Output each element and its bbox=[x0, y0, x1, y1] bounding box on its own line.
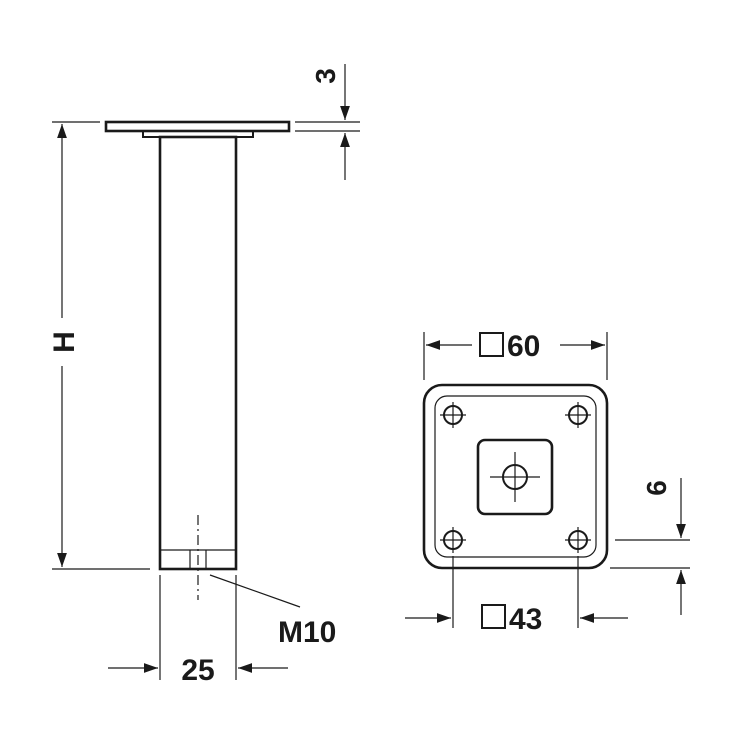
mounting-plate-side bbox=[104, 120, 291, 133]
leg-tube bbox=[158, 135, 238, 571]
mounting-hole bbox=[565, 402, 591, 428]
plate-size-dimension: 60 bbox=[423, 330, 608, 380]
diameter-dimension: 25 bbox=[108, 575, 288, 687]
leg-side-view bbox=[104, 120, 291, 600]
inset-label: 6 bbox=[641, 480, 672, 496]
mounting-hole bbox=[440, 527, 466, 553]
diameter-label: 25 bbox=[181, 654, 214, 687]
square-symbol bbox=[479, 332, 504, 357]
thread-label: M10 bbox=[278, 616, 336, 649]
hole-spacing-label: 43 bbox=[509, 603, 542, 636]
plate-outline bbox=[422, 383, 609, 570]
plate-thickness-dimension: 3 bbox=[295, 64, 360, 180]
height-label: H bbox=[48, 331, 81, 353]
thread-callout: M10 bbox=[209, 574, 336, 649]
hole-spacing-dimension: 43 bbox=[405, 556, 628, 636]
center-boss bbox=[476, 438, 554, 516]
mounting-hole bbox=[565, 527, 591, 553]
mounting-hole bbox=[440, 402, 466, 428]
plate-top-view bbox=[422, 383, 609, 570]
inset-dimension: 6 bbox=[610, 478, 690, 615]
plate-thickness-label: 3 bbox=[310, 68, 341, 84]
plate-inner-outline bbox=[434, 395, 597, 558]
square-symbol bbox=[481, 604, 506, 629]
plate-size-label: 60 bbox=[507, 330, 540, 363]
height-dimension: H bbox=[48, 121, 150, 570]
